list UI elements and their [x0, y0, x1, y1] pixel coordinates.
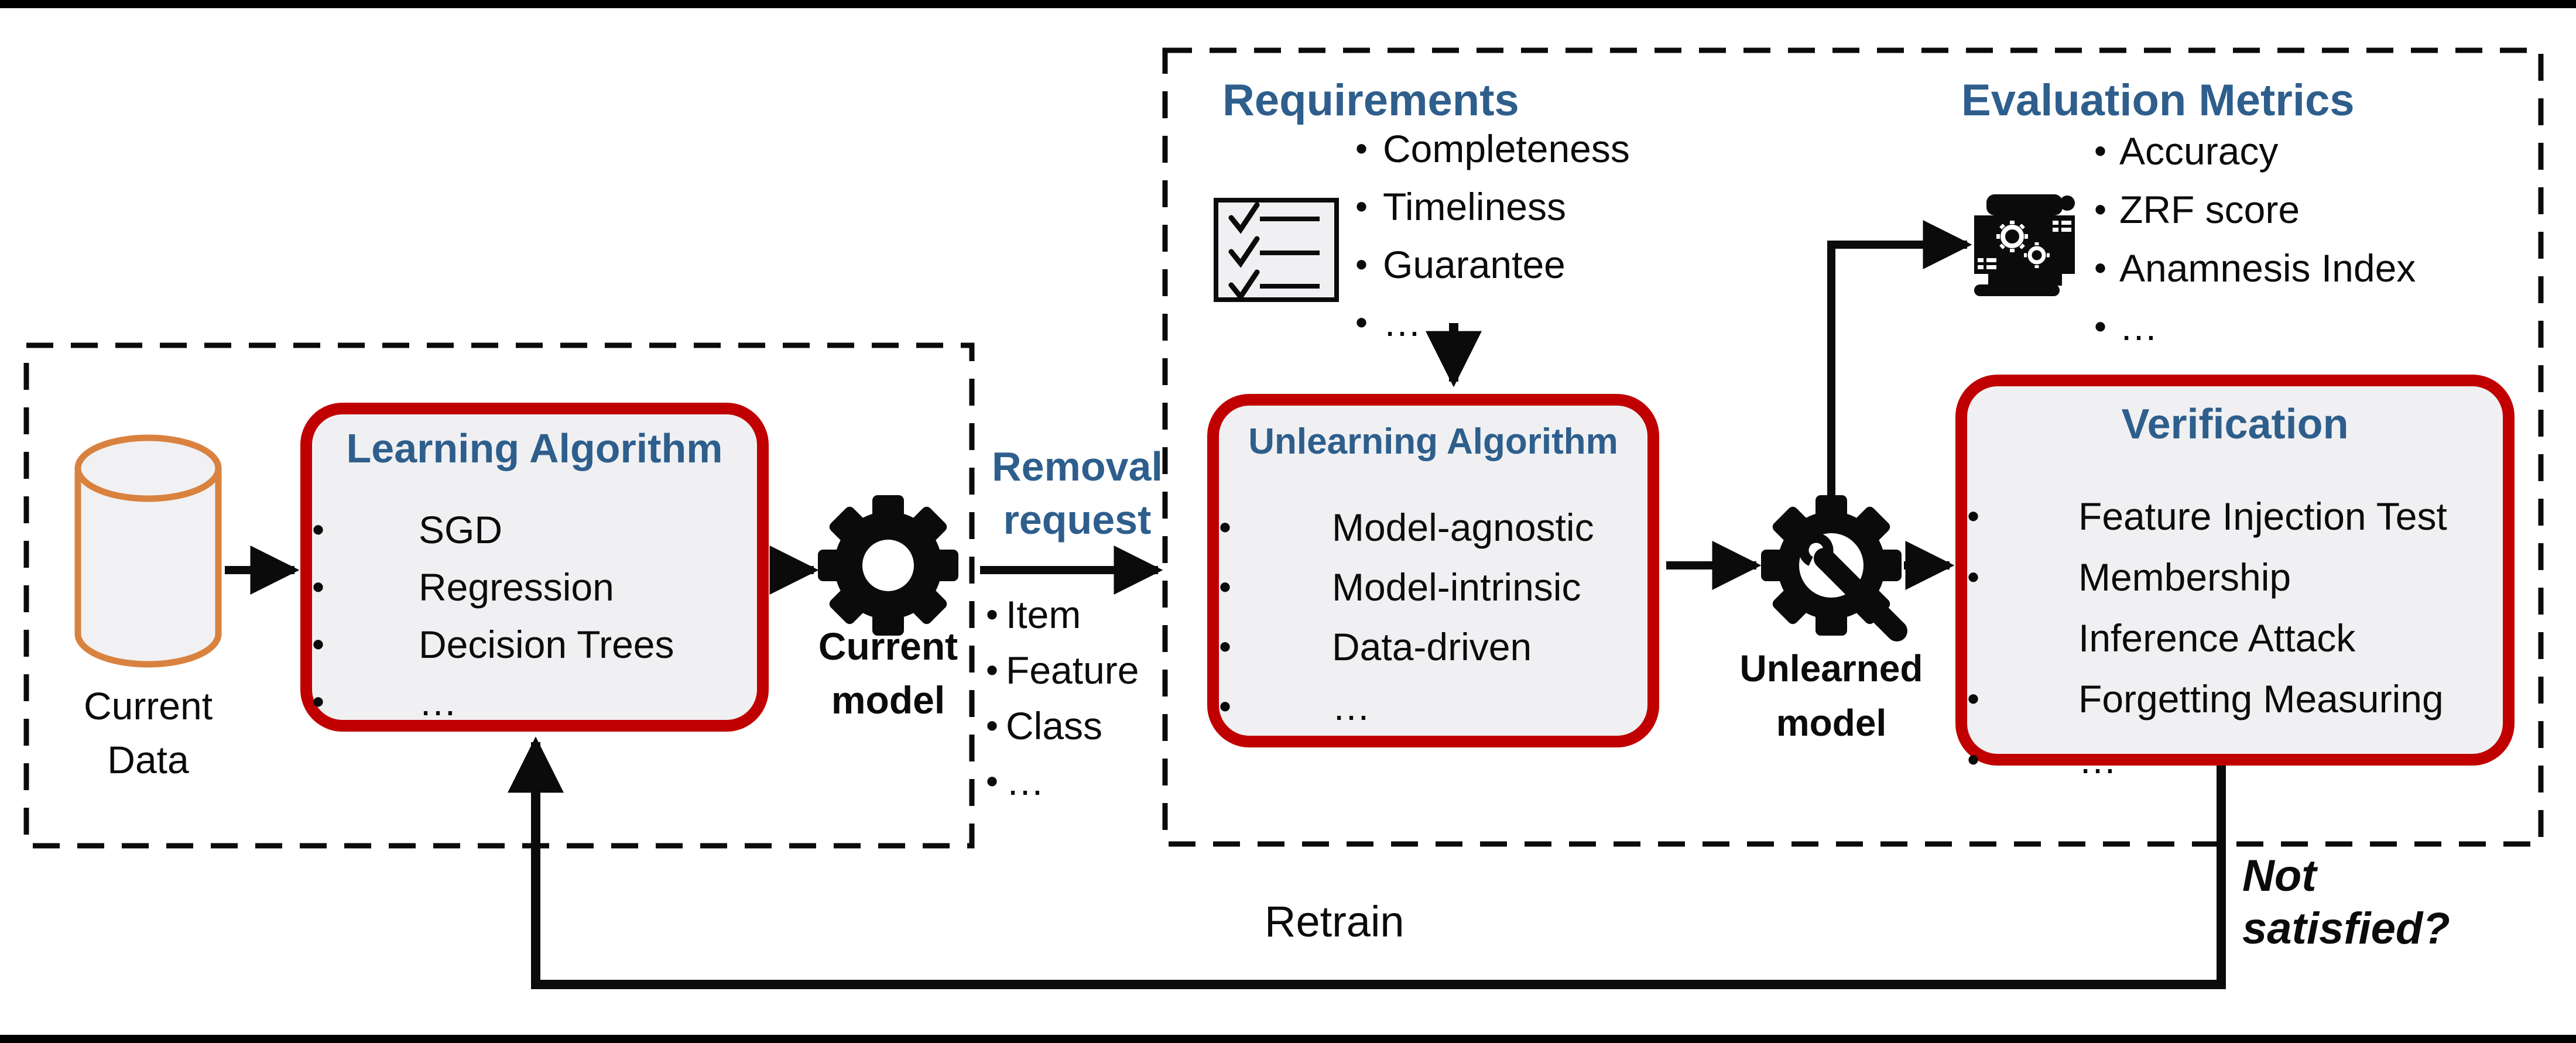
- gear-wrench-icon: [1761, 495, 1907, 641]
- list-item: Regression: [312, 558, 757, 616]
- checklist-icon: [1214, 198, 1339, 302]
- list-item: Timeliness: [1355, 177, 1630, 235]
- list-item: ZRF score: [2094, 180, 2416, 239]
- unlearned-model-label: Unlearned model: [1739, 647, 1923, 744]
- list-item: …: [312, 673, 757, 730]
- list-item: Feature: [986, 642, 1139, 698]
- retrain-label: Retrain: [1265, 897, 1405, 946]
- list-item: Feature Injection Test: [1967, 486, 2503, 547]
- list-item: …: [1219, 677, 1647, 736]
- list-item: Anamnesis Index: [2094, 239, 2416, 297]
- bottom-border-bar: [0, 1035, 2576, 1043]
- unlearning-algorithm-box: Unlearning Algorithm Model-agnostic Mode…: [1207, 394, 1659, 747]
- list-item: …: [986, 753, 1139, 809]
- verification-title: Verification: [2121, 401, 2349, 448]
- list-item: Model-intrinsic: [1219, 557, 1647, 617]
- removal-request-title: Removal request: [992, 444, 1163, 543]
- list-item: Item: [986, 586, 1139, 642]
- evaluation-metrics-title: Evaluation Metrics: [1961, 76, 2355, 125]
- verification-box: Verification Feature Injection Test Memb…: [1955, 375, 2515, 781]
- list-item: SGD: [312, 501, 757, 558]
- list-item: …: [1967, 729, 2503, 790]
- list-item: Data-driven: [1219, 617, 1647, 677]
- unlearning-algorithm-title: Unlearning Algorithm: [1248, 421, 1618, 462]
- learning-algorithm-box: Learning Algorithm SGD Regression Decisi…: [300, 403, 769, 732]
- list-item: Membership: [1967, 547, 2503, 608]
- gear-icon: [818, 495, 958, 636]
- list-item: …: [1355, 293, 1630, 351]
- list-item: Model-agnostic: [1219, 498, 1647, 557]
- list-item: Class: [986, 698, 1139, 753]
- list-item: Forgetting Measuring: [1967, 668, 2503, 729]
- list-item: Accuracy: [2094, 122, 2416, 180]
- list-item: Decision Trees: [312, 616, 757, 673]
- arrow-unlearned-model-to-evaluation: [1827, 220, 1972, 502]
- training-pipeline-boundary: [23, 342, 975, 849]
- list-item: Guarantee: [1355, 235, 1630, 293]
- top-border-bar: [0, 0, 2576, 8]
- list-item: …: [2094, 297, 2416, 356]
- evaluation-report-icon: [1974, 194, 2075, 296]
- not-satisfied-label: Not satisfied?: [2242, 851, 2450, 953]
- learning-algorithm-title: Learning Algorithm: [346, 426, 723, 471]
- current-model-label: Current model: [818, 625, 958, 722]
- current-data-label: Current Data: [83, 684, 213, 782]
- database-icon: [74, 434, 222, 668]
- requirements-title: Requirements: [1222, 76, 1519, 125]
- arrow-retrain-feedback-loop: [508, 736, 2226, 989]
- unlearning-pipeline-boundary: [1162, 47, 2544, 847]
- list-item: Inference Attack: [2078, 616, 2356, 660]
- list-item: Completeness: [1355, 119, 1630, 177]
